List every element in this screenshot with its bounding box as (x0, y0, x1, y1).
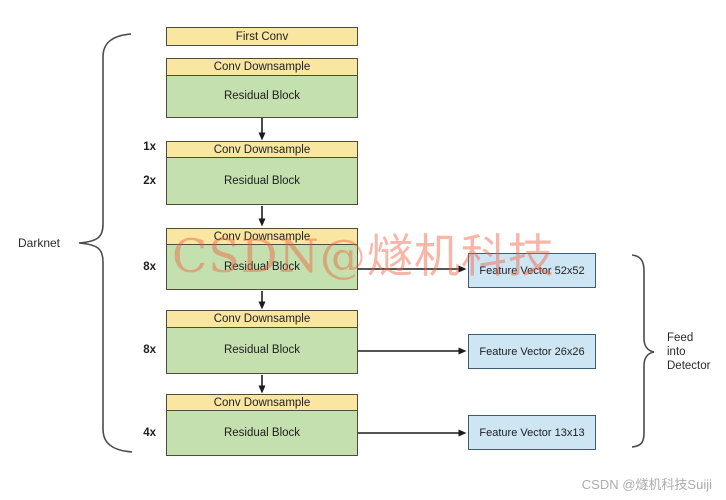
residual-block-box: Residual Block (166, 409, 358, 456)
feature-vector-26x26-box: Feature Vector 26x26 (468, 334, 596, 369)
feed-into-detector-label: Feed into Detector (667, 331, 710, 373)
stage-multiplier: 2x (143, 175, 156, 187)
csdn-watermark-corner: CSDN @燧机科技Suiji (581, 477, 712, 492)
feed-label-line: Detector (667, 360, 711, 372)
feature-vector-13x13-box: Feature Vector 13x13 (468, 415, 596, 450)
feature-vector-52x52-box: Feature Vector 52x52 (468, 253, 596, 288)
residual-block-box: Residual Block (166, 326, 358, 374)
right-curly-brace (631, 254, 655, 448)
conv-downsample-box: Conv Downsample (166, 394, 358, 411)
residual-block-box: Residual Block (166, 74, 358, 118)
stage-multiplier: 4x (143, 427, 156, 439)
residual-block-box: Residual Block (166, 243, 358, 290)
stage-multiplier: 1x (143, 141, 156, 153)
darknet-stage-2: 2x Conv Downsample Residual Block (143, 141, 358, 205)
conv-downsample-box: Conv Downsample (166, 141, 358, 158)
darknet-stage-4: 8x Conv Downsample Residual Block (143, 310, 358, 374)
feed-label-line: Feed (667, 332, 694, 344)
first-conv-box: First Conv (166, 27, 358, 46)
left-curly-brace (78, 33, 133, 453)
darknet-stage-1: 1x Conv Downsample Residual Block (143, 58, 358, 153)
stage-multiplier: 8x (143, 261, 156, 273)
feed-label-line: into (667, 346, 686, 358)
conv-downsample-box: Conv Downsample (166, 310, 358, 328)
stage-multiplier: 8x (143, 344, 156, 356)
darknet-label: Darknet (17, 236, 61, 250)
darknet-stage-3: 8x Conv Downsample Residual Block (143, 228, 358, 290)
conv-downsample-box: Conv Downsample (166, 58, 358, 76)
residual-block-box: Residual Block (166, 156, 358, 205)
darknet-stage-5: 4x Conv Downsample Residual Block (143, 394, 358, 456)
conv-downsample-box: Conv Downsample (166, 228, 358, 245)
